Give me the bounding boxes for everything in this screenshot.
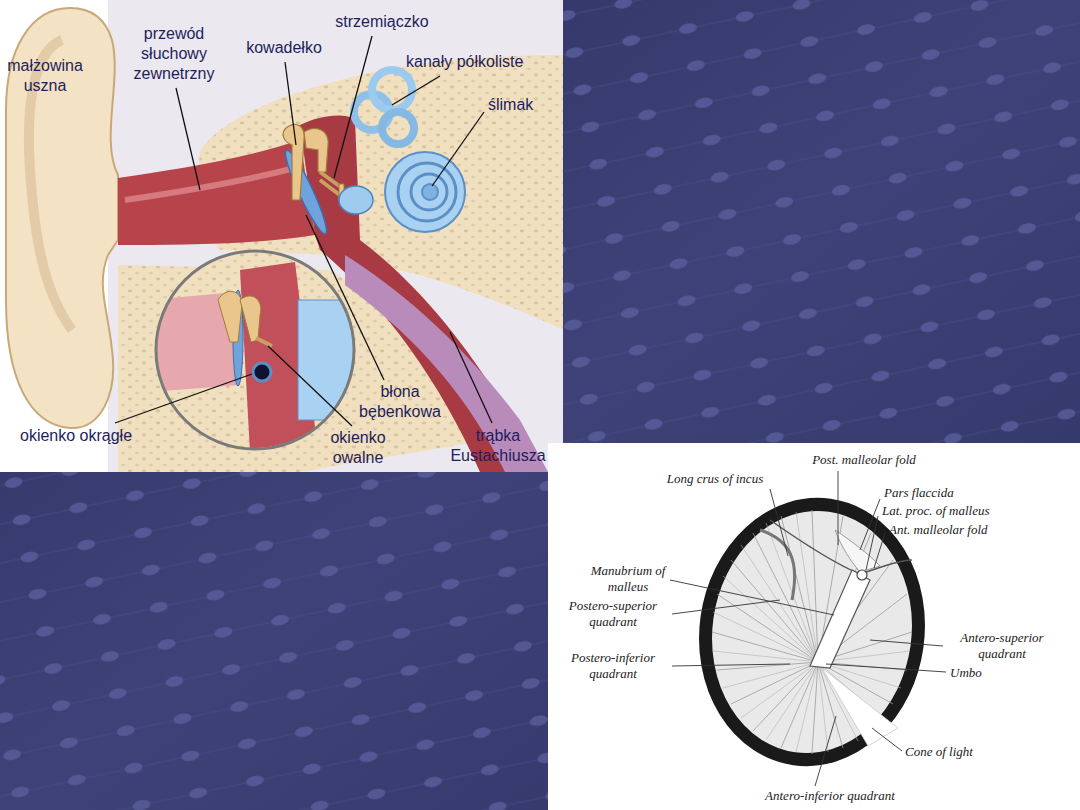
leader-line — [334, 36, 372, 178]
leader-line — [268, 346, 352, 426]
part-label: Post. malleolar fold — [764, 452, 964, 468]
cochlea — [385, 152, 465, 232]
part-label: Antero-inferior quadrant — [720, 788, 940, 804]
canal-highlight — [125, 168, 295, 200]
part-label: Ant. malleolar fold — [889, 522, 1069, 538]
leader-line — [770, 489, 788, 556]
part-label: Postero-superior quadrant — [556, 598, 670, 630]
leader-line — [285, 62, 296, 145]
leader-line — [115, 374, 252, 423]
leader-line — [306, 215, 384, 380]
leader-line — [670, 580, 834, 615]
leader-line — [870, 640, 943, 646]
inset-frame — [156, 251, 354, 449]
part-label: przewód słuchowy zewnetrzny — [118, 24, 230, 84]
leader-line — [672, 600, 780, 614]
part-label: Cone of light — [905, 744, 1025, 760]
leader-line — [838, 471, 839, 545]
vestibule — [339, 186, 373, 214]
inset-incus — [240, 296, 261, 342]
leader-line — [872, 728, 902, 751]
part-label: Manubrium of malleus — [588, 563, 668, 595]
inset-inner-ear — [298, 300, 368, 420]
incus-shadow — [760, 530, 795, 600]
part-label: błona bębenkowa — [352, 382, 448, 422]
leader-line — [874, 533, 885, 568]
part-label: Umbo — [950, 665, 1020, 681]
leader-line — [860, 499, 880, 550]
part-label: ślimak — [488, 95, 560, 115]
part-label: kanały półkoliste — [406, 52, 562, 72]
part-label: trąbka Eustachiusza — [434, 426, 562, 466]
part-label: Postero-inferior quadrant — [556, 650, 670, 682]
incus — [304, 128, 328, 172]
cone-of-light — [822, 668, 898, 746]
leader-line — [450, 332, 492, 423]
picture-ground — [0, 0, 563, 472]
radial-fibres — [712, 510, 912, 754]
lateral-process — [857, 570, 867, 580]
part-label: strzemiączko — [322, 12, 442, 32]
inset-malleus — [218, 291, 242, 342]
inset-stapes — [256, 338, 272, 346]
semicircular-canal — [372, 70, 412, 110]
part-label: Lat. proc. of malleus — [882, 503, 1062, 519]
leader-lines — [115, 36, 492, 426]
semicircular-canal — [382, 112, 414, 144]
leader-line — [392, 76, 440, 105]
part-label: Pars flaccida — [884, 485, 1004, 501]
leader-line — [176, 88, 200, 190]
inset-detail — [150, 250, 368, 460]
leader-line — [815, 716, 836, 786]
picture-ground — [548, 443, 1080, 810]
part-label: Antero-superior quadrant — [946, 630, 1058, 662]
part-label: Long crus of incus — [632, 471, 798, 487]
round-window — [253, 363, 271, 381]
leader-line — [432, 112, 484, 186]
leader-line — [672, 664, 790, 666]
manubrium — [810, 570, 870, 668]
part-label: kowadełko — [236, 38, 332, 58]
malleus — [283, 124, 304, 200]
leader-line — [826, 664, 946, 672]
leader-lines — [670, 471, 946, 786]
part-label: okienko owalne — [316, 428, 400, 468]
part-label: małżowina uszna — [0, 56, 90, 96]
part-label: okienko okrągłe — [20, 426, 180, 446]
cochlea-turn — [398, 163, 456, 221]
cochlea-apex — [422, 184, 438, 200]
cochlea-turn — [411, 174, 447, 210]
head-skin — [108, 0, 563, 472]
